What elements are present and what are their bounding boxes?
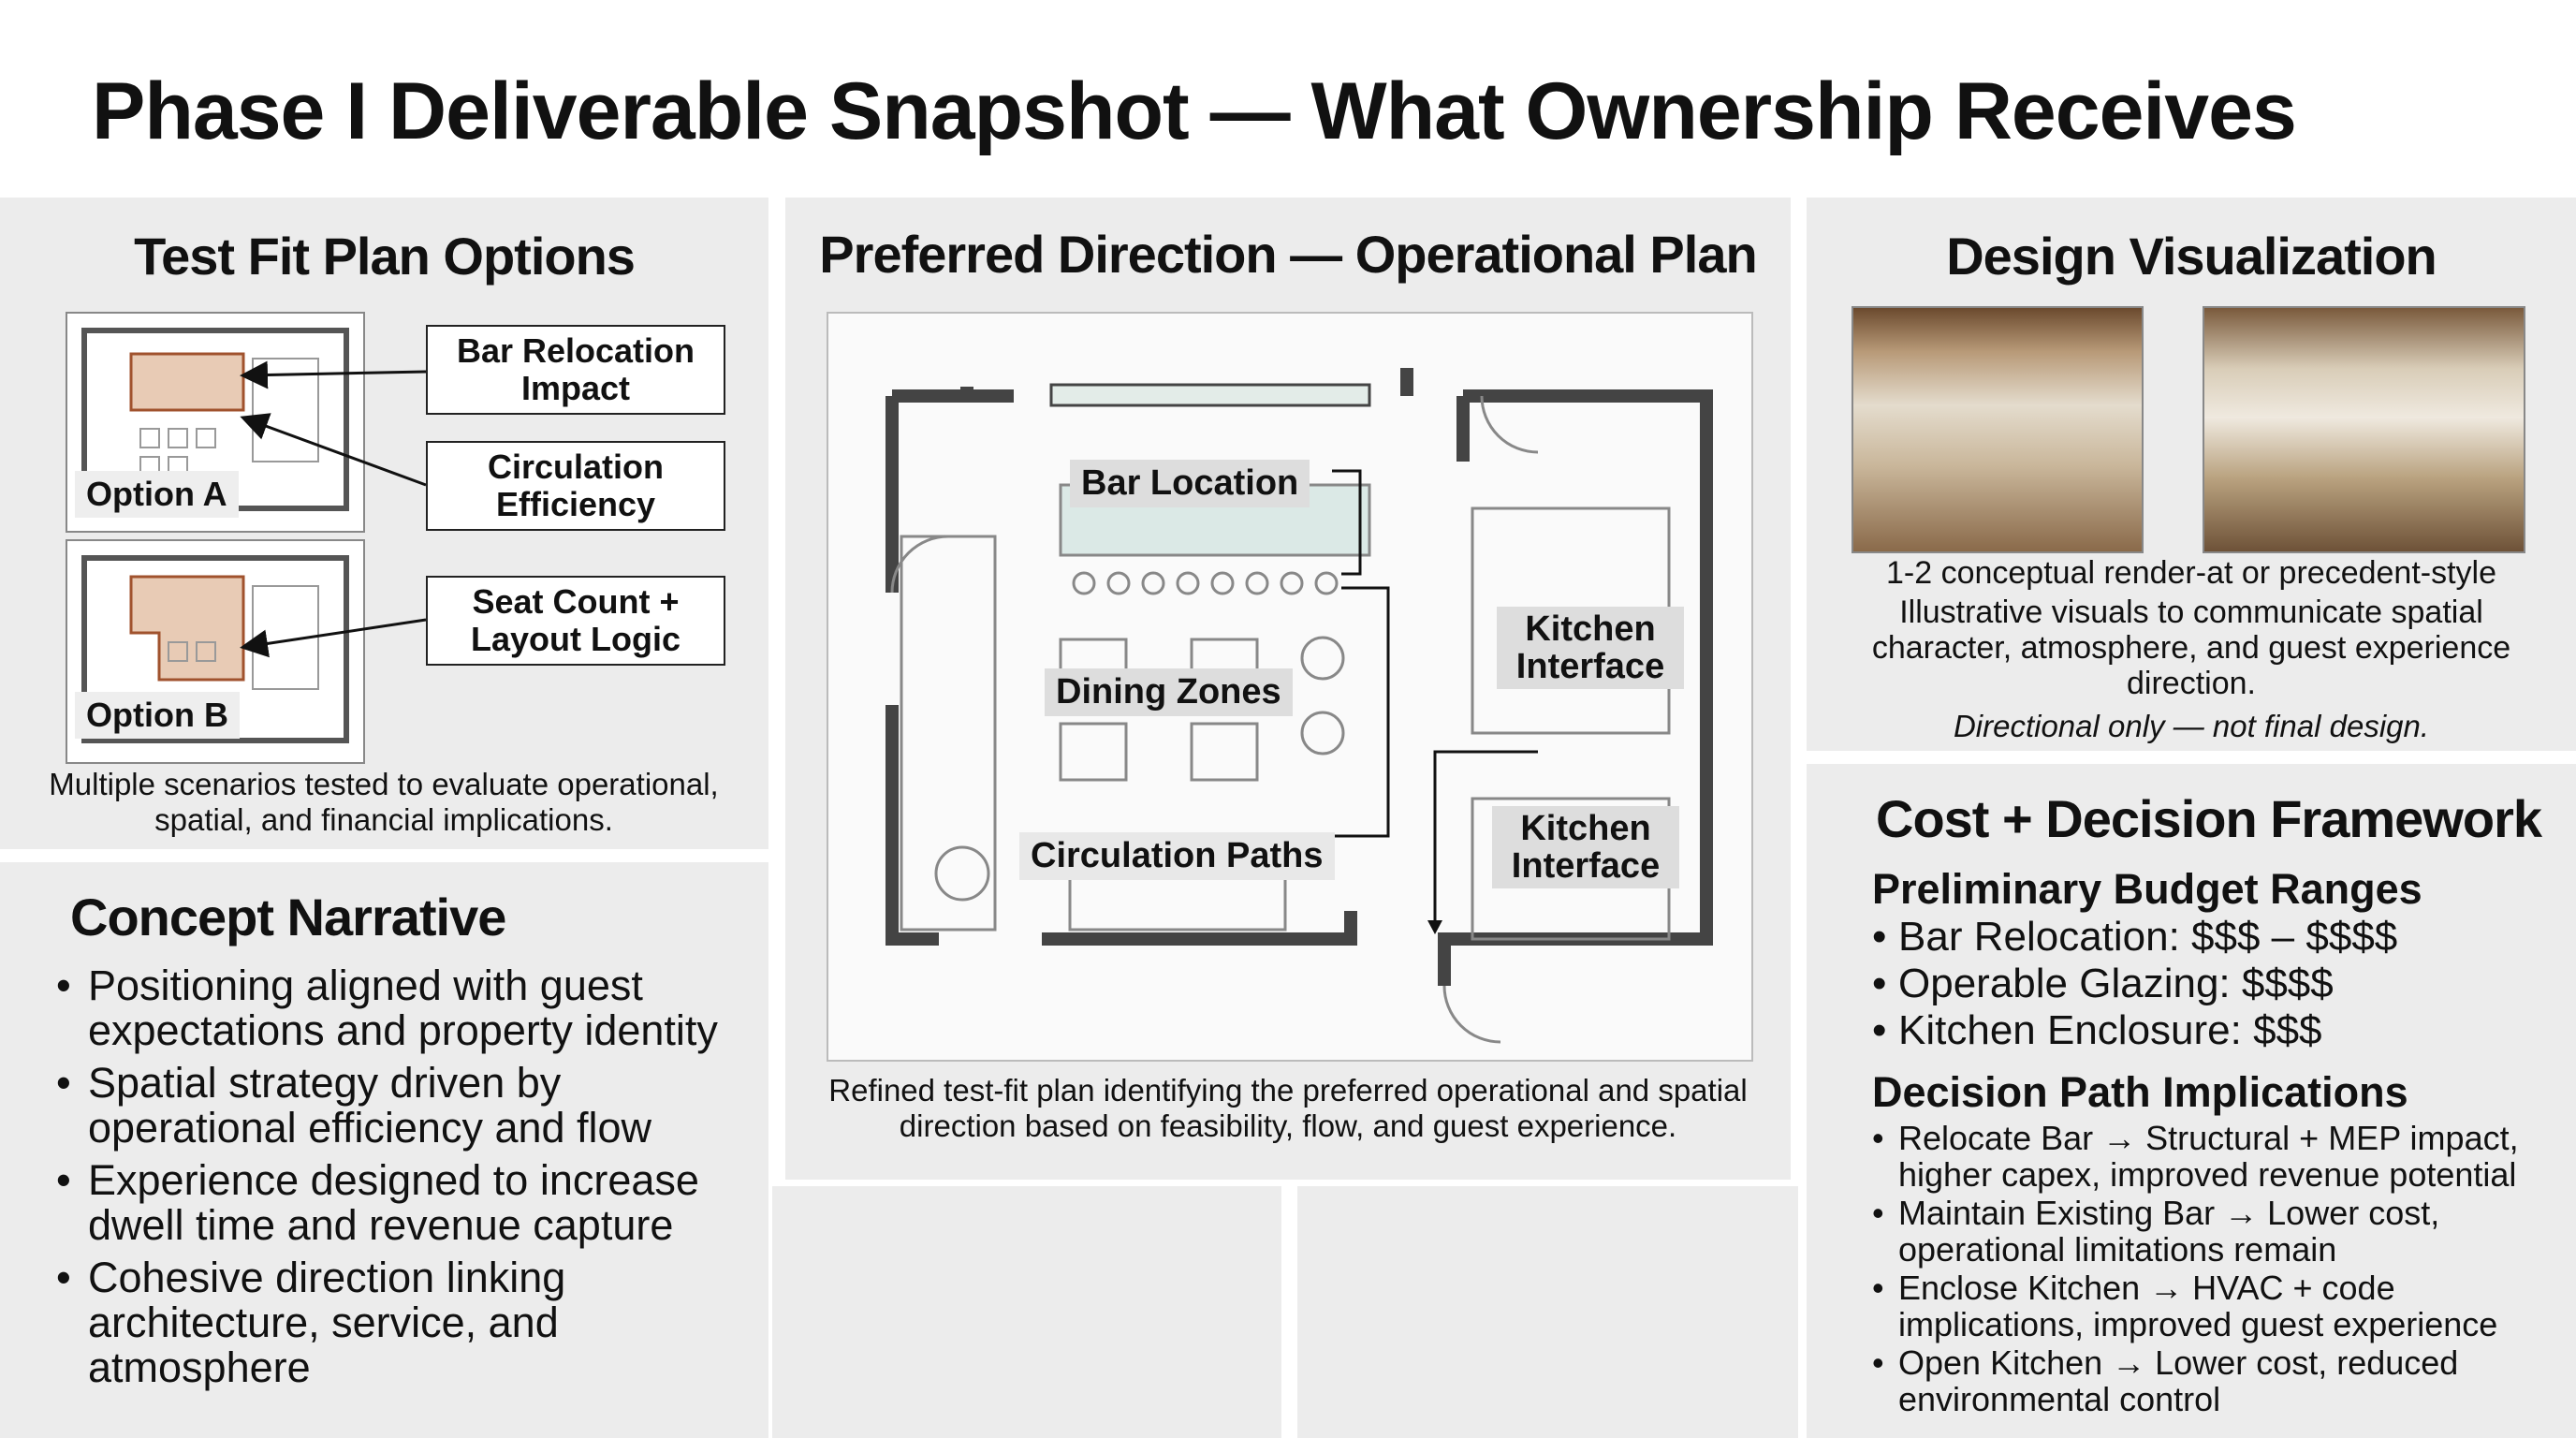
budget-item: Kitchen Enclosure: $$$ [1872,1007,2397,1054]
dining-zones-label: Dining Zones [1045,668,1293,716]
test-fit-caption: Multiple scenarios tested to evaluate op… [49,767,719,837]
narrative-item: Cohesive direction linking architecture,… [56,1255,763,1390]
narrative-item: Experience designed to increase dwell ti… [56,1158,763,1248]
cost-decision-panel: Cost + Decision Framework Preliminary Bu… [1807,764,2576,1438]
decision-heading: Decision Path Implications [1872,1068,2408,1116]
preferred-direction-panel: Preferred Direction — Operational Plan B… [785,198,1791,1180]
render-image-1 [1852,306,2144,553]
cost-title: Cost + Decision Framework [1876,789,2542,848]
render-image-2 [2203,306,2525,553]
bar-location-label: Bar Location [1070,460,1310,507]
decision-list: Relocate Bar → Structural + MEP impact, … [1872,1120,2569,1417]
callout-arrows [240,360,427,658]
callout-bar-relocation: Bar Relocation Impact [426,325,725,415]
decision-item: Relocate Bar → Structural + MEP impact, … [1872,1120,2569,1193]
budget-item: Operable Glazing: $$$$ [1872,961,2397,1007]
concept-narrative-panel: Concept Narrative Positioning aligned wi… [0,862,768,1438]
callout-seat-count: Seat Count + Layout Logic [426,576,725,666]
visualization-title: Design Visualization [1946,227,2437,286]
preferred-title: Preferred Direction — Operational Plan [819,225,1757,284]
kitchen-interface-label-1: Kitchen Interface [1497,607,1684,689]
option-a-label: Option A [75,471,239,518]
visualization-subtitle: 1-2 conceptual render-at or precedent-st… [1885,555,2497,591]
budget-heading: Preliminary Budget Ranges [1872,865,2422,913]
decision-item: Enclose Kitchen → HVAC + code implicatio… [1872,1269,2569,1343]
page-title: Phase I Deliverable Snapshot — What Owne… [92,66,2297,156]
decision-item: Open Kitchen → Lower cost, reduced envir… [1872,1344,2569,1417]
callout-circulation: Circulation Efficiency [426,441,725,531]
budget-item: Bar Relocation: $$$ – $$$$ [1872,914,2397,961]
test-fit-panel: Test Fit Plan Options Option A Option B … [0,198,768,849]
blank-panel-1 [772,1186,1281,1438]
visualization-note: Directional only — not final design. [1953,709,2430,743]
budget-list: Bar Relocation: $$$ – $$$$ Operable Glaz… [1872,914,2397,1054]
narrative-title: Concept Narrative [70,888,506,946]
blank-panel-2 [1297,1186,1798,1438]
preferred-caption: Refined test-fit plan identifying the pr… [828,1073,1748,1143]
visualization-description: Illustrative visuals to communicate spat… [1871,594,2511,701]
test-fit-title: Test Fit Plan Options [134,227,636,286]
narrative-item: Positioning aligned with guest expectati… [56,963,763,1053]
option-b-label: Option B [75,692,240,739]
design-visualization-panel: Design Visualization 1-2 conceptual rend… [1807,198,2576,751]
narrative-list: Positioning aligned with guest expectati… [56,963,763,1398]
kitchen-interface-label-2: Kitchen Interface [1492,806,1679,888]
decision-item: Maintain Existing Bar → Lower cost, oper… [1872,1195,2569,1268]
narrative-item: Spatial strategy driven by operational e… [56,1061,763,1151]
circulation-paths-label: Circulation Paths [1019,832,1335,880]
